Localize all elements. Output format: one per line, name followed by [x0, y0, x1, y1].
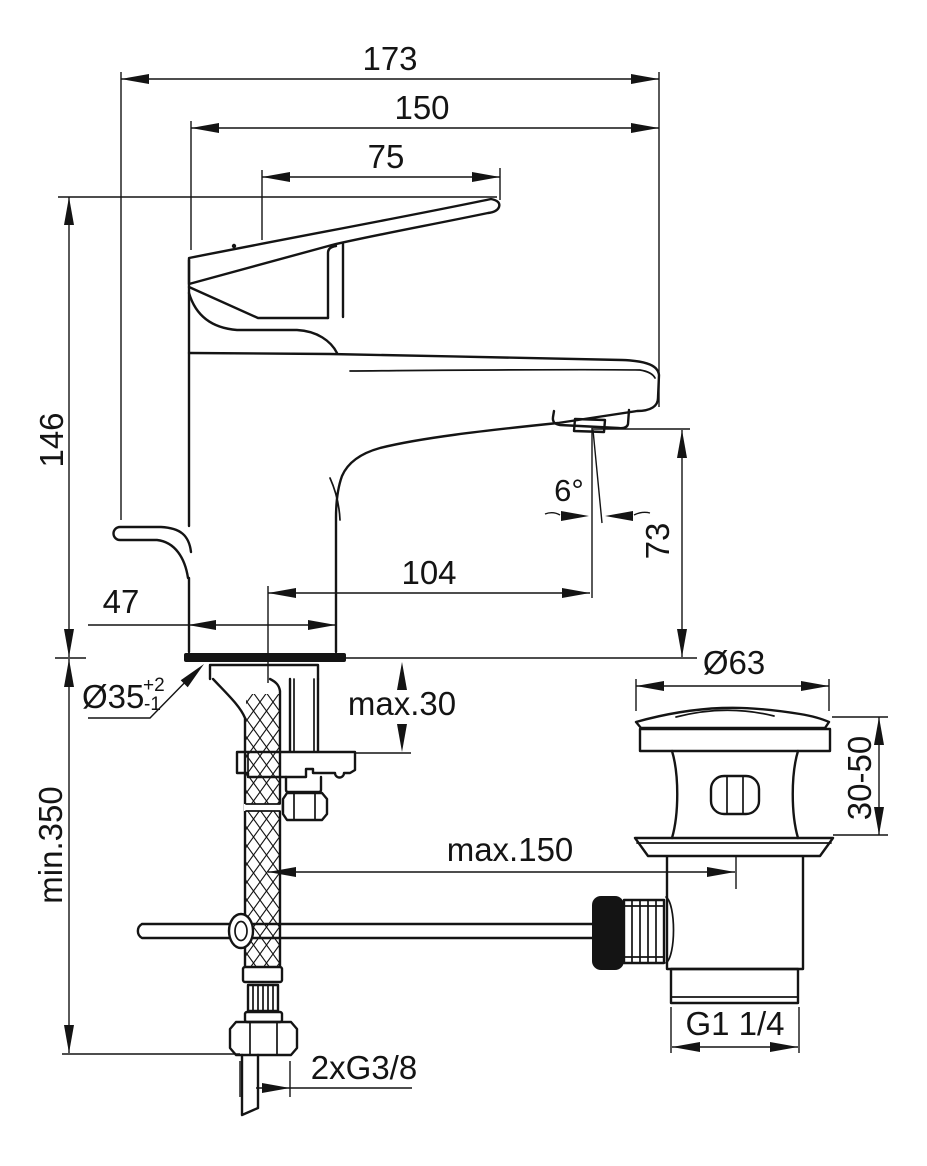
dim-label-hole-tol-minus: -1 [144, 694, 161, 715]
waste-assembly-outline [136, 706, 835, 1005]
dim-label-spout-reach: 104 [401, 554, 456, 591]
dim-label-min-hose-length: min.350 [32, 786, 69, 903]
arrowheads [64, 74, 884, 1093]
supply-nut [228, 1020, 299, 1057]
dim-label-waste-deck-range: 30-50 [841, 736, 878, 820]
base-gasket [184, 653, 346, 662]
pop-up-lever [112, 525, 193, 580]
dim-label-spout-angle: 6° [554, 473, 584, 508]
dim-label-waste-flange-diameter: Ø63 [703, 644, 765, 681]
dim-label-hole-tol-plus: +2 [143, 675, 165, 696]
dim-label-mounting-hole: Ø35 [82, 678, 144, 715]
dim-label-outlet-height: 73 [639, 523, 676, 560]
dim-label-supply-connections: 2xG3/8 [311, 1049, 417, 1086]
dim-label-overall-depth: 173 [362, 40, 417, 77]
rod-knob [592, 896, 624, 970]
faucet-outline [112, 197, 661, 1117]
dim-label-spout-to-back: 150 [394, 89, 449, 126]
dim-label-height: 146 [33, 412, 70, 467]
dim-label-base-depth: 47 [103, 583, 140, 620]
waste-plug [634, 706, 831, 730]
dimension-labels: 173 150 75 146 min.350 47 104 Ø35 +2 -1 … [32, 40, 878, 1086]
dim-label-max-rod-reach: max.150 [447, 831, 574, 868]
dimension-lines [55, 72, 888, 1097]
aerator [551, 408, 631, 430]
handle-indicator-dot [231, 243, 237, 249]
dim-label-waste-outlet-thread: G1 1/4 [685, 1005, 784, 1042]
dim-label-handle-length: 75 [368, 138, 405, 175]
dim-label-max-deck-thickness: max.30 [348, 685, 456, 722]
pop-up-rod [136, 922, 594, 940]
